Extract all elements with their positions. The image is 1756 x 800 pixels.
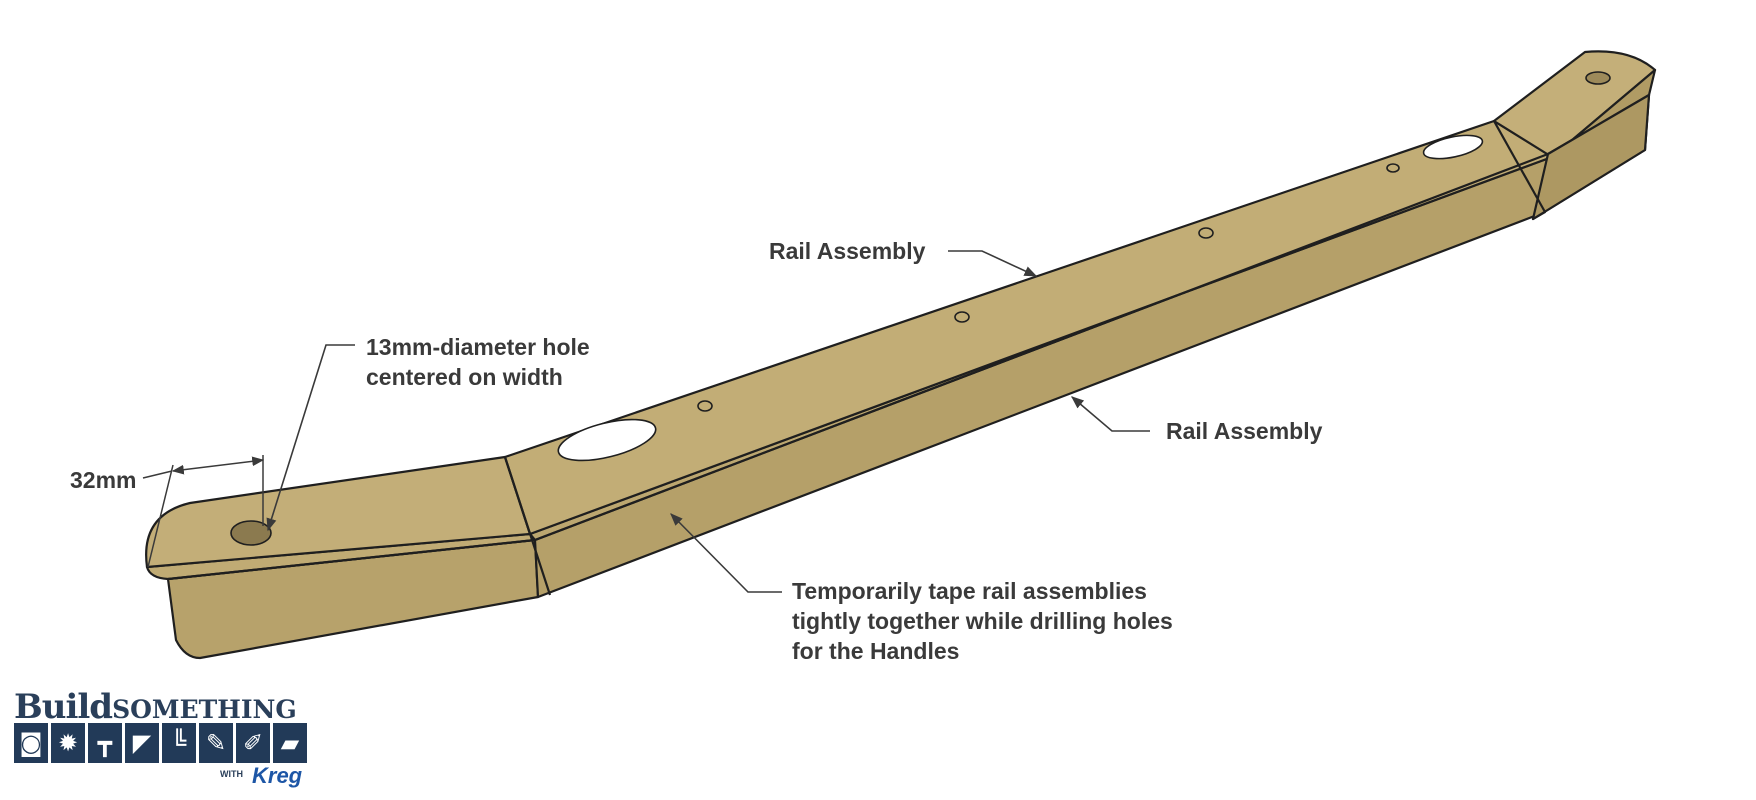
- wrench-icon: ✎: [199, 723, 233, 763]
- dimension-32mm: [142, 455, 265, 568]
- saw-blade-icon: ✹: [51, 723, 85, 763]
- paint-roller-icon: ▰: [273, 723, 307, 763]
- dimension-extension-left: [147, 464, 174, 568]
- logo-build-text: Build: [14, 687, 113, 727]
- handle-hole-large-2: [1422, 134, 1484, 160]
- tape-measure-icon: ◙: [14, 723, 48, 763]
- leader-tape: [670, 513, 782, 593]
- logo-with-text: WITH: [220, 769, 243, 779]
- hole-callout-line2: centered on width: [366, 364, 563, 390]
- logo-title: BuildSOMETHING: [14, 687, 297, 727]
- handle-hole-left: [230, 520, 272, 546]
- screw-hole-1: [697, 400, 713, 412]
- tape-note-line1: Temporarily tape rail assemblies: [792, 578, 1147, 604]
- dimension-leader: [142, 470, 173, 479]
- rail-bend-line-right: [1493, 120, 1546, 213]
- leader-hole: [266, 344, 355, 532]
- rail-assembly-bottom-text: Rail Assembly: [1166, 418, 1323, 444]
- tape-note-line3: for the Handles: [792, 638, 960, 664]
- drill-icon: ◤: [125, 723, 159, 763]
- hole-callout: 13mm-diameter hole centered on width: [366, 332, 590, 392]
- dimension-label-text: 32mm: [70, 467, 137, 493]
- screw-hole-4: [1386, 163, 1400, 173]
- screw-hole-3: [1198, 227, 1214, 239]
- rail-seam-line: [167, 538, 536, 581]
- hammer-icon: ┳: [88, 723, 122, 763]
- leader-rail-bottom: [1071, 396, 1150, 432]
- tape-note-line2: tightly together while drilling holes: [792, 608, 1173, 634]
- kreg-brand-text: Kreg: [252, 763, 303, 788]
- rail-seam-line-main: [534, 152, 1549, 542]
- leader-rail-top: [948, 250, 1038, 277]
- buildsomething-kreg-logo: BuildSOMETHING ◙ ✹ ┳ ◤ ╚ ✎ ✐ ▰ WITH Kreg: [12, 687, 344, 795]
- dimension-line: [171, 456, 265, 475]
- holes: [230, 71, 1611, 546]
- rail-right-end-lower: [1531, 93, 1651, 221]
- screw-hole-2: [954, 311, 970, 323]
- hole-callout-line1: 13mm-diameter hole: [366, 334, 590, 360]
- handle-hole-large-1: [557, 418, 657, 462]
- handle-hole-right: [1585, 71, 1611, 85]
- logo-tool-icons: ◙ ✹ ┳ ◤ ╚ ✎ ✐ ▰: [14, 723, 307, 763]
- rail-assembly-bottom-label: Rail Assembly: [1166, 416, 1322, 446]
- dimension-label: 32mm: [70, 465, 136, 495]
- logo-something-text: SOMETHING: [112, 695, 297, 724]
- rail-assembly-top-label: Rail Assembly: [769, 236, 925, 266]
- clamp-icon: ╚: [162, 723, 196, 763]
- tape-note: Temporarily tape rail assemblies tightly…: [792, 576, 1173, 666]
- rail-top-surface-main: [503, 119, 1554, 536]
- leader-lines: [266, 250, 1150, 593]
- paint-brush-icon: ✐: [236, 723, 270, 763]
- rail-bend-line-left: [503, 456, 552, 596]
- rail-assembly-top-text: Rail Assembly: [769, 238, 926, 264]
